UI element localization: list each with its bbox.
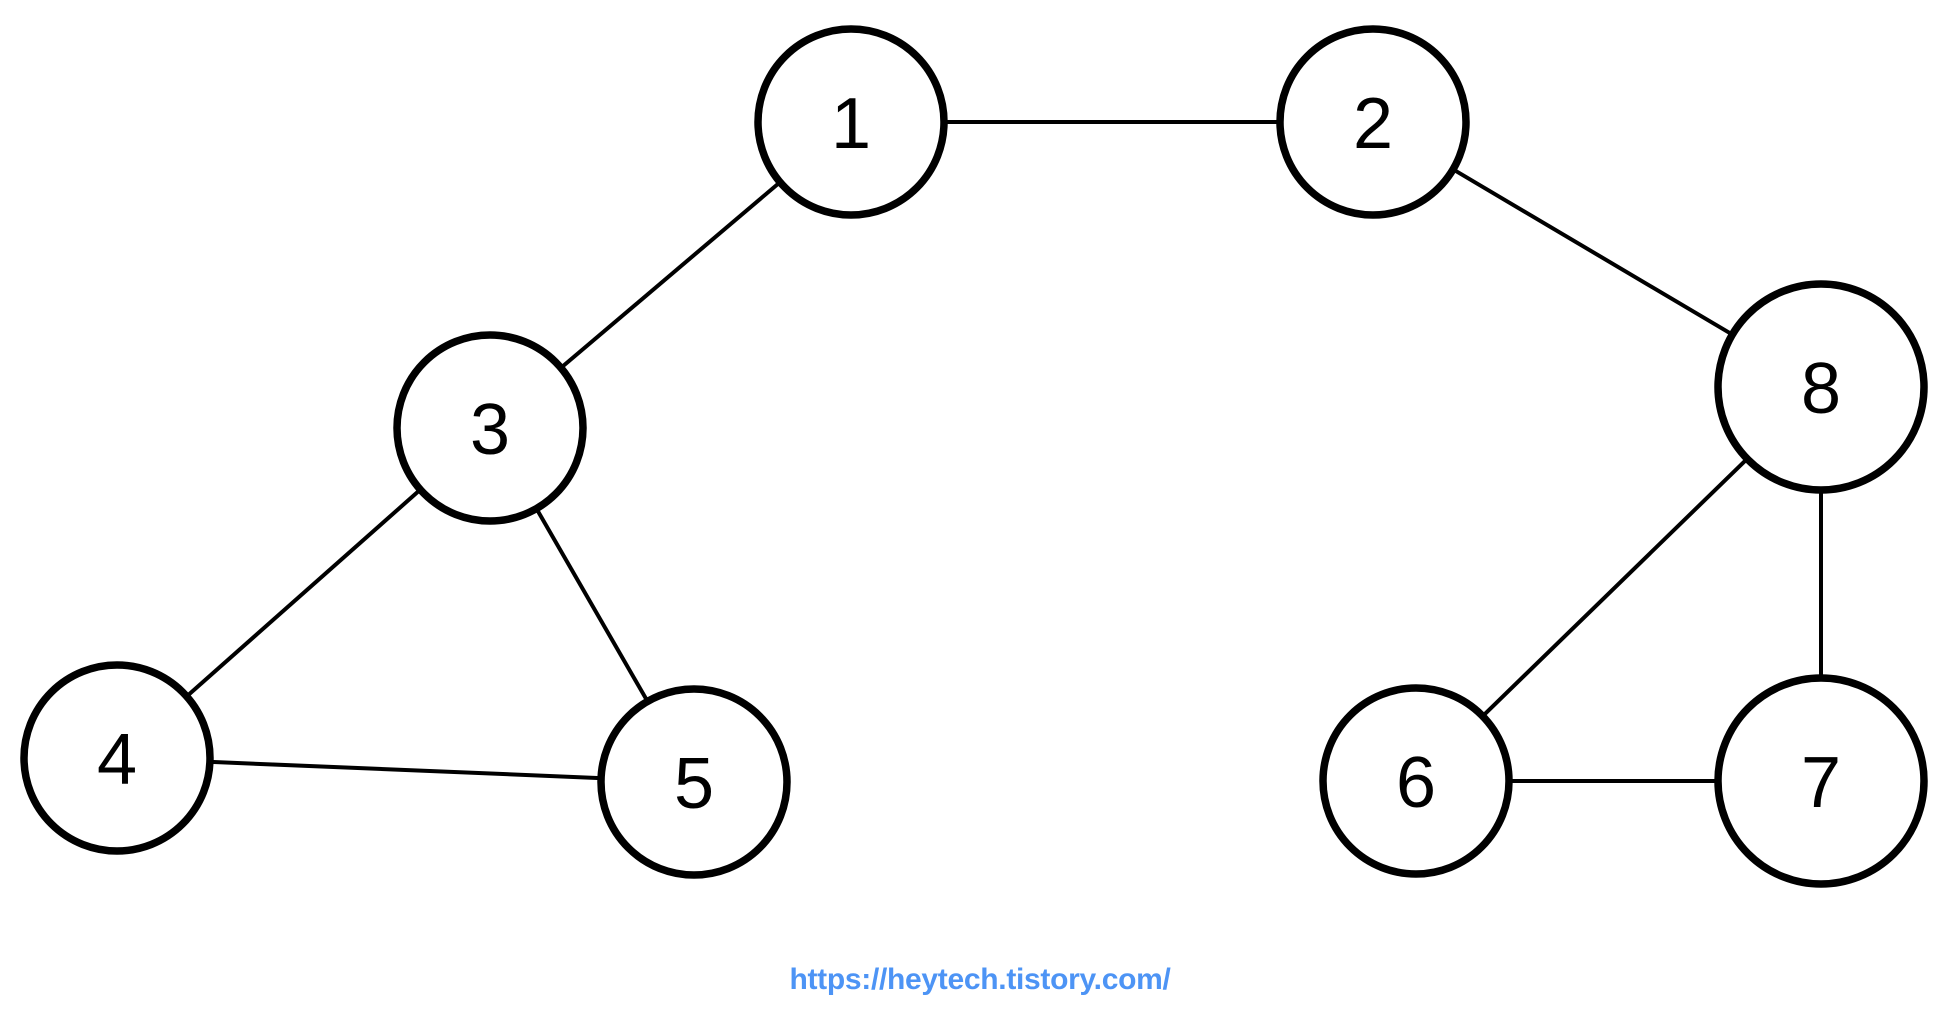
node-circle-5[interactable]: [597, 685, 791, 879]
graph-node-3[interactable]: 3: [393, 331, 587, 525]
edges-layer: [183, 120, 1823, 783]
graph-edge-3-4: [183, 486, 424, 700]
graph-node-2[interactable]: 2: [1276, 25, 1470, 219]
node-circle-1[interactable]: [754, 25, 948, 219]
node-circle-2[interactable]: [1276, 25, 1470, 219]
graph-edge-3-5: [533, 505, 651, 705]
node-circle-4[interactable]: [20, 661, 214, 855]
node-circle-6[interactable]: [1319, 684, 1513, 878]
graph-edge-4-5: [207, 759, 604, 781]
node-circle-7[interactable]: [1714, 674, 1928, 888]
graph-node-5[interactable]: 5: [597, 685, 791, 879]
node-circle-8[interactable]: [1714, 280, 1928, 494]
graph-node-4[interactable]: 4: [20, 661, 214, 855]
watermark-url: https://heytech.tistory.com/: [789, 963, 1171, 996]
node-circle-3[interactable]: [393, 331, 587, 525]
graph-node-8[interactable]: 8: [1714, 280, 1928, 494]
nodes-layer: 1 2 34 5 6 7 8: [20, 25, 1928, 888]
graph-node-7[interactable]: 7: [1714, 674, 1928, 888]
graph-edge-1-3: [558, 179, 783, 371]
graph-node-6[interactable]: 6: [1319, 684, 1513, 878]
graph-edge-8-6: [1479, 455, 1751, 719]
graph-edge-2-8: [1450, 166, 1736, 338]
graph-node-1[interactable]: 1: [754, 25, 948, 219]
